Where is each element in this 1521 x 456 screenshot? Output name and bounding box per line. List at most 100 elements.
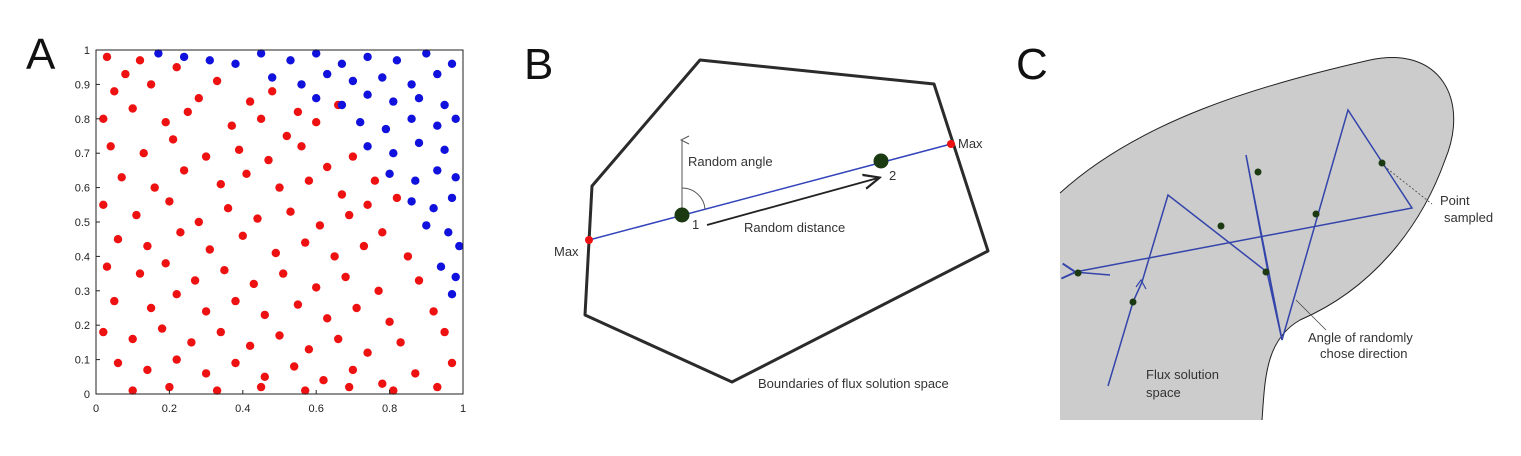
x-tick-label: 0.2 [162, 403, 177, 415]
red-data-point [330, 252, 339, 261]
red-data-point [297, 142, 306, 151]
red-data-point [253, 214, 262, 223]
red-data-point [341, 272, 350, 282]
red-data-point [238, 231, 247, 240]
red-data-point [392, 193, 402, 203]
red-data-point [334, 334, 343, 344]
red-data-point [161, 259, 170, 268]
red-data-point [370, 176, 380, 185]
random-distance-arrow [706, 178, 878, 226]
red-data-point [319, 376, 328, 385]
red-data-point [135, 269, 145, 278]
flux-solution-region [1060, 57, 1454, 421]
blue-data-point [444, 228, 453, 237]
red-data-point [385, 317, 394, 326]
random-distance-label: Random distance [744, 220, 845, 235]
red-data-point [143, 365, 152, 375]
blue-data-point [433, 121, 442, 130]
red-data-point [146, 80, 156, 89]
red-data-point [150, 183, 159, 192]
red-data-point [282, 131, 291, 141]
polytope-boundary [583, 58, 990, 384]
red-data-point [212, 386, 222, 395]
blue-data-point [312, 49, 321, 58]
panel-b-polytope: B Random angle Random distance Max Max 1… [500, 0, 1000, 456]
blue-data-point [363, 142, 372, 151]
flux-space-label-line2: space [1146, 385, 1181, 400]
red-data-point [378, 379, 387, 388]
red-data-point [172, 355, 181, 364]
red-data-point [172, 290, 181, 299]
y-tick-label: 0.7 [75, 148, 90, 160]
region-boundary [1059, 57, 1455, 421]
red-data-point [345, 210, 354, 220]
red-data-point [110, 296, 119, 306]
blue-data-point [363, 52, 372, 62]
max-label-left: Max [554, 244, 579, 259]
red-data-point [304, 345, 314, 354]
red-data-point [359, 241, 369, 251]
red-data-point [315, 221, 325, 230]
y-tick-label: 0.1 [75, 355, 90, 367]
blue-data-point [436, 262, 446, 271]
red-data-point [128, 386, 137, 395]
blue-data-point [256, 49, 266, 58]
red-data-point [374, 286, 383, 295]
panel-c-hit-and-run: C Point sampled Angle of randomly chose … [1000, 0, 1521, 456]
blue-data-point [407, 80, 416, 89]
polytope-diagram: Random angle Random distance Max Max 1 2… [554, 58, 990, 391]
red-data-point [323, 314, 332, 323]
red-data-point [301, 238, 310, 247]
blue-data-point [381, 124, 391, 134]
max-point-left [585, 236, 593, 244]
red-data-point [143, 241, 152, 251]
red-data-point [433, 382, 442, 392]
blue-data-point [312, 94, 321, 103]
point-2-label: 2 [889, 168, 896, 183]
sample-point [1129, 298, 1137, 306]
sample-point [1262, 268, 1270, 276]
blue-data-point [363, 90, 372, 99]
sample-point [1378, 159, 1386, 167]
red-data-point [231, 296, 240, 306]
blue-data-point [447, 290, 457, 299]
y-tick-label: 0.6 [75, 183, 90, 195]
x-tick-label: 0.6 [309, 403, 324, 415]
red-data-point [165, 197, 174, 206]
point-1 [674, 207, 690, 223]
y-tick-label: 0 [84, 389, 90, 401]
red-data-point [216, 327, 225, 337]
red-data-point [146, 303, 156, 313]
red-data-point [172, 62, 181, 72]
blue-data-point [389, 97, 398, 106]
red-data-point [113, 358, 123, 368]
panel-letter-a: A [26, 30, 56, 79]
blue-data-point [268, 73, 277, 82]
red-data-point [348, 365, 358, 375]
red-data-point [106, 142, 115, 151]
blue-data-point [440, 100, 449, 110]
red-data-point [389, 386, 398, 395]
y-tick-label: 0.8 [75, 114, 90, 126]
y-tick-label: 0.2 [75, 320, 90, 332]
red-data-point [414, 276, 424, 285]
red-data-point [279, 269, 288, 278]
red-data-point [264, 155, 273, 165]
red-data-point [194, 94, 203, 103]
angle-label-line2: chose direction [1320, 346, 1407, 361]
red-data-point [378, 228, 387, 237]
hit-and-run-diagram: Point sampled Angle of randomly chose di… [1059, 57, 1493, 421]
blue-data-point [414, 138, 424, 148]
y-tick-label: 1 [84, 45, 90, 57]
y-tick-label: 0.9 [75, 79, 90, 91]
red-data-point [220, 266, 229, 275]
blue-data-point [337, 100, 347, 110]
y-axis-ticks: 00.10.20.30.40.50.60.70.80.91 [75, 45, 100, 401]
red-data-point [323, 162, 332, 172]
x-tick-label: 0 [93, 403, 99, 415]
blue-data-point [297, 80, 306, 89]
red-data-point [161, 118, 170, 127]
red-data-point [113, 235, 123, 244]
